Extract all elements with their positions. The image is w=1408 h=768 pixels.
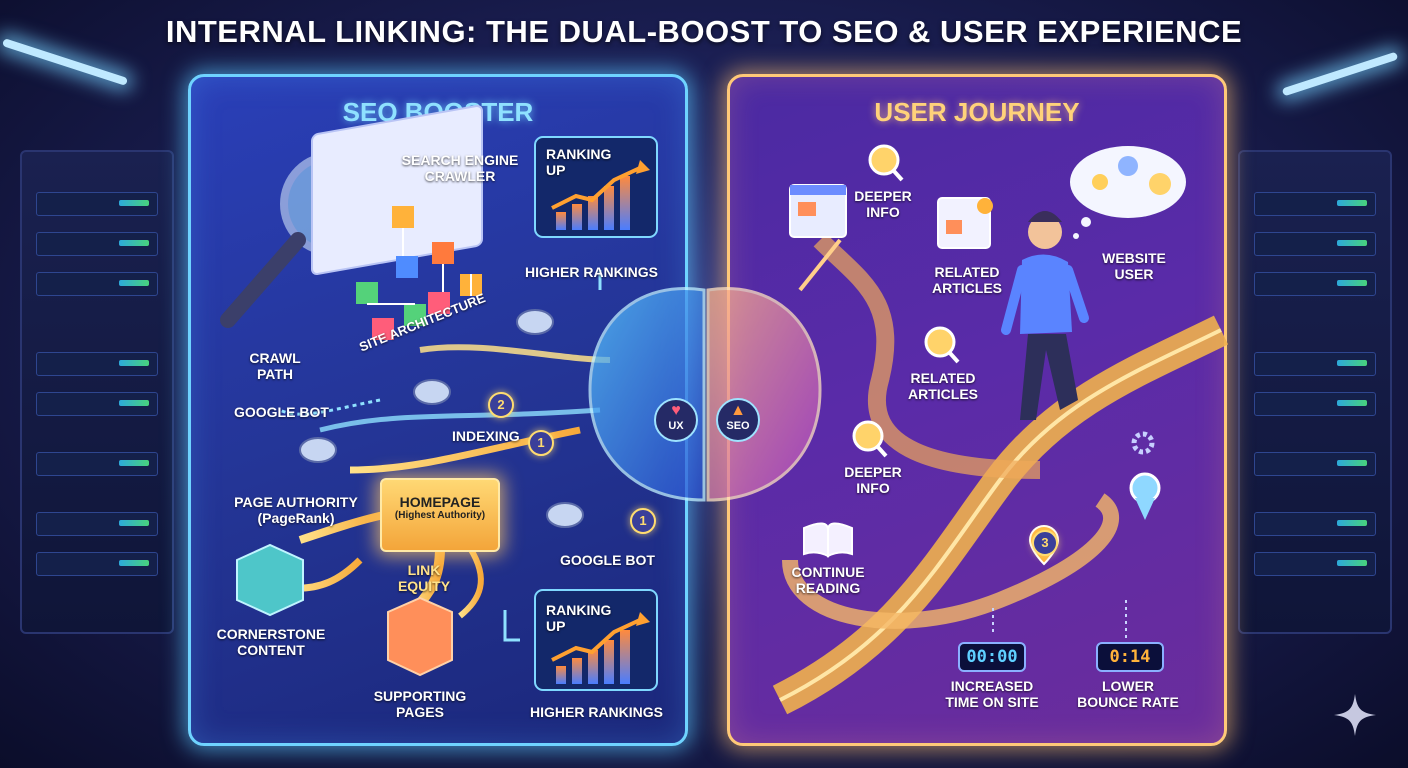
browser-window-icon: [789, 184, 847, 238]
seo-chip-label: SEO: [726, 420, 750, 432]
brain-seo-half-icon: [588, 287, 706, 502]
heart-icon: ♥: [671, 402, 681, 419]
thought-cloud-emotions-icon: [1070, 146, 1186, 239]
google-bot-right-label: GOOGLE BOT: [560, 552, 655, 568]
rocket-icon: ▲: [730, 402, 746, 419]
ux-chip-label: UX: [668, 420, 684, 432]
deeper-info-mid-label: DEEPER INFO: [844, 464, 902, 496]
seo-chip: ▲ SEO: [716, 398, 760, 442]
cornerstone-content-label: CORNERSTONE CONTENT: [216, 626, 326, 658]
location-pin-icon: [1129, 472, 1161, 520]
related-articles-top-label: RELATED ARTICLES: [932, 264, 1002, 296]
step-badge-2: 2: [488, 392, 514, 418]
search-magnifier-icon-c: [852, 420, 888, 458]
page-authority-label: PAGE AUTHORITY (PageRank): [234, 494, 358, 526]
website-user-person-icon: [1001, 211, 1089, 420]
search-magnifier-icon-b: [924, 326, 960, 364]
search-magnifier-icon-a: [868, 144, 904, 182]
page-title: INTERNAL LINKING: THE DUAL-BOOST TO SEO …: [165, 14, 1243, 49]
cornerstone-cube-icon: [236, 543, 304, 617]
link-equity-label: LINK EQUITY: [397, 562, 451, 594]
step-badge-1b: 1: [630, 508, 656, 534]
server-rack-left: [20, 150, 174, 634]
continue-reading-label: CONTINUE READING: [791, 564, 865, 596]
lower-bounce-label: LOWER BOUNCE RATE: [1077, 678, 1179, 710]
deeper-info-top-label: DEEPER INFO: [854, 188, 912, 220]
ux-chip: ♥ UX: [654, 398, 698, 442]
crawl-path-label: CRAWL PATH: [249, 350, 301, 382]
sparkle-icon: [1334, 694, 1376, 736]
homepage-sub-label: (Highest Authority): [394, 510, 486, 521]
brain-ux-half-icon: [706, 287, 822, 502]
ranking-chart-top-icon: [534, 136, 658, 238]
step-badge-3: 3: [1032, 530, 1058, 556]
increased-time-label: INCREASED TIME ON SITE: [945, 678, 1039, 710]
user-journey-road: [772, 233, 1229, 715]
search-engine-crawler-label: SEARCH ENGINE CRAWLER: [401, 152, 519, 184]
site-architecture-icon: [311, 104, 483, 340]
supporting-pages-cube-icon: [387, 596, 453, 677]
related-article-doc-icon: [937, 197, 993, 249]
indexing-label: INDEXING: [452, 428, 520, 444]
homepage-node: HOMEPAGE (Highest Authority): [380, 478, 500, 552]
ranking-up-bottom-label: RANKING UP: [546, 602, 612, 634]
time-on-site-timer: 00:00: [958, 642, 1026, 672]
google-bot-spider-icon: [299, 309, 584, 528]
bounce-rate-timer: 0:14: [1096, 642, 1164, 672]
higher-rankings-bottom-label: HIGHER RANKINGS: [530, 704, 664, 720]
higher-rankings-top-label: HIGHER RANKINGS: [525, 264, 659, 280]
server-rack-right: [1238, 150, 1392, 634]
ux-panel-title: USER JOURNEY: [874, 97, 1080, 127]
related-articles-mid-label: RELATED ARTICLES: [908, 370, 978, 402]
ranking-up-top-label: RANKING UP: [546, 146, 612, 178]
google-bot-left-label: GOOGLE BOT: [234, 404, 329, 420]
website-user-label: WEBSITE USER: [1102, 250, 1166, 282]
gear-icon: [1131, 431, 1155, 455]
homepage-label: HOMEPAGE: [399, 494, 481, 510]
step-badge-1a: 1: [528, 430, 554, 456]
open-book-icon: [803, 522, 853, 558]
supporting-pages-label: SUPPORTING PAGES: [373, 688, 467, 720]
ranking-chart-bottom-icon: [534, 589, 658, 691]
